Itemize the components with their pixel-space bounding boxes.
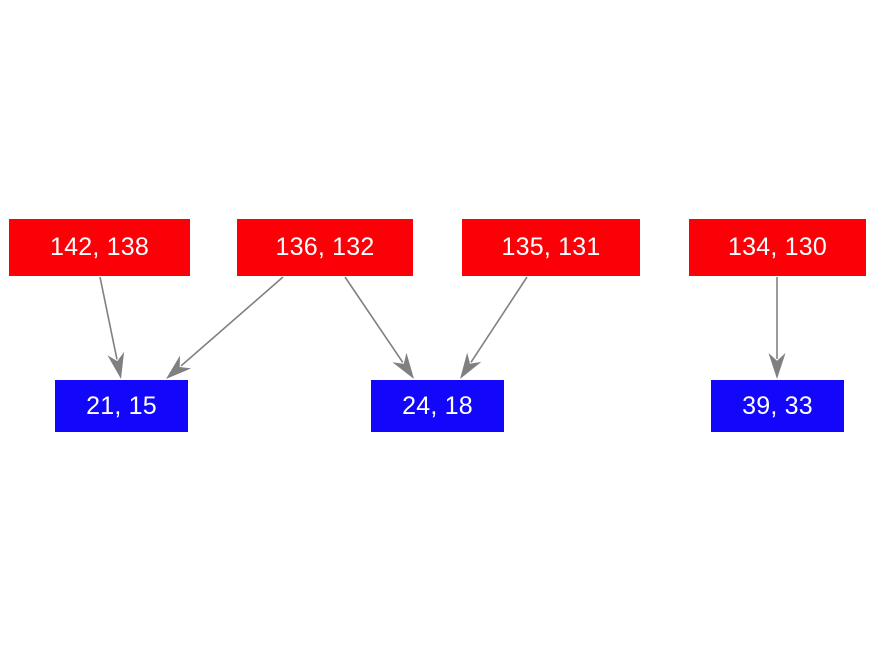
- graph-edge: [166, 276, 284, 379]
- graph-node-24-18[interactable]: 24, 18: [371, 380, 504, 432]
- graph-edge: [768, 277, 786, 379]
- graph-node-135-131[interactable]: 135, 131: [462, 219, 640, 276]
- node-label: 21, 15: [86, 391, 157, 420]
- graph-node-134-130[interactable]: 134, 130: [689, 219, 866, 276]
- node-label: 39, 33: [742, 391, 813, 420]
- node-label: 142, 138: [50, 233, 149, 261]
- graph-node-136-132[interactable]: 136, 132: [237, 219, 413, 276]
- graph-edge: [344, 276, 414, 379]
- node-label: 24, 18: [402, 391, 473, 420]
- graph-node-142-138[interactable]: 142, 138: [9, 219, 190, 276]
- graph-edge: [460, 276, 528, 379]
- node-label: 134, 130: [728, 233, 827, 261]
- graph-node-21-15[interactable]: 21, 15: [55, 380, 188, 432]
- node-label: 136, 132: [275, 233, 375, 261]
- graph-edge: [99, 276, 125, 379]
- node-label: 135, 131: [501, 233, 601, 261]
- graph-node-39-33[interactable]: 39, 33: [711, 380, 844, 432]
